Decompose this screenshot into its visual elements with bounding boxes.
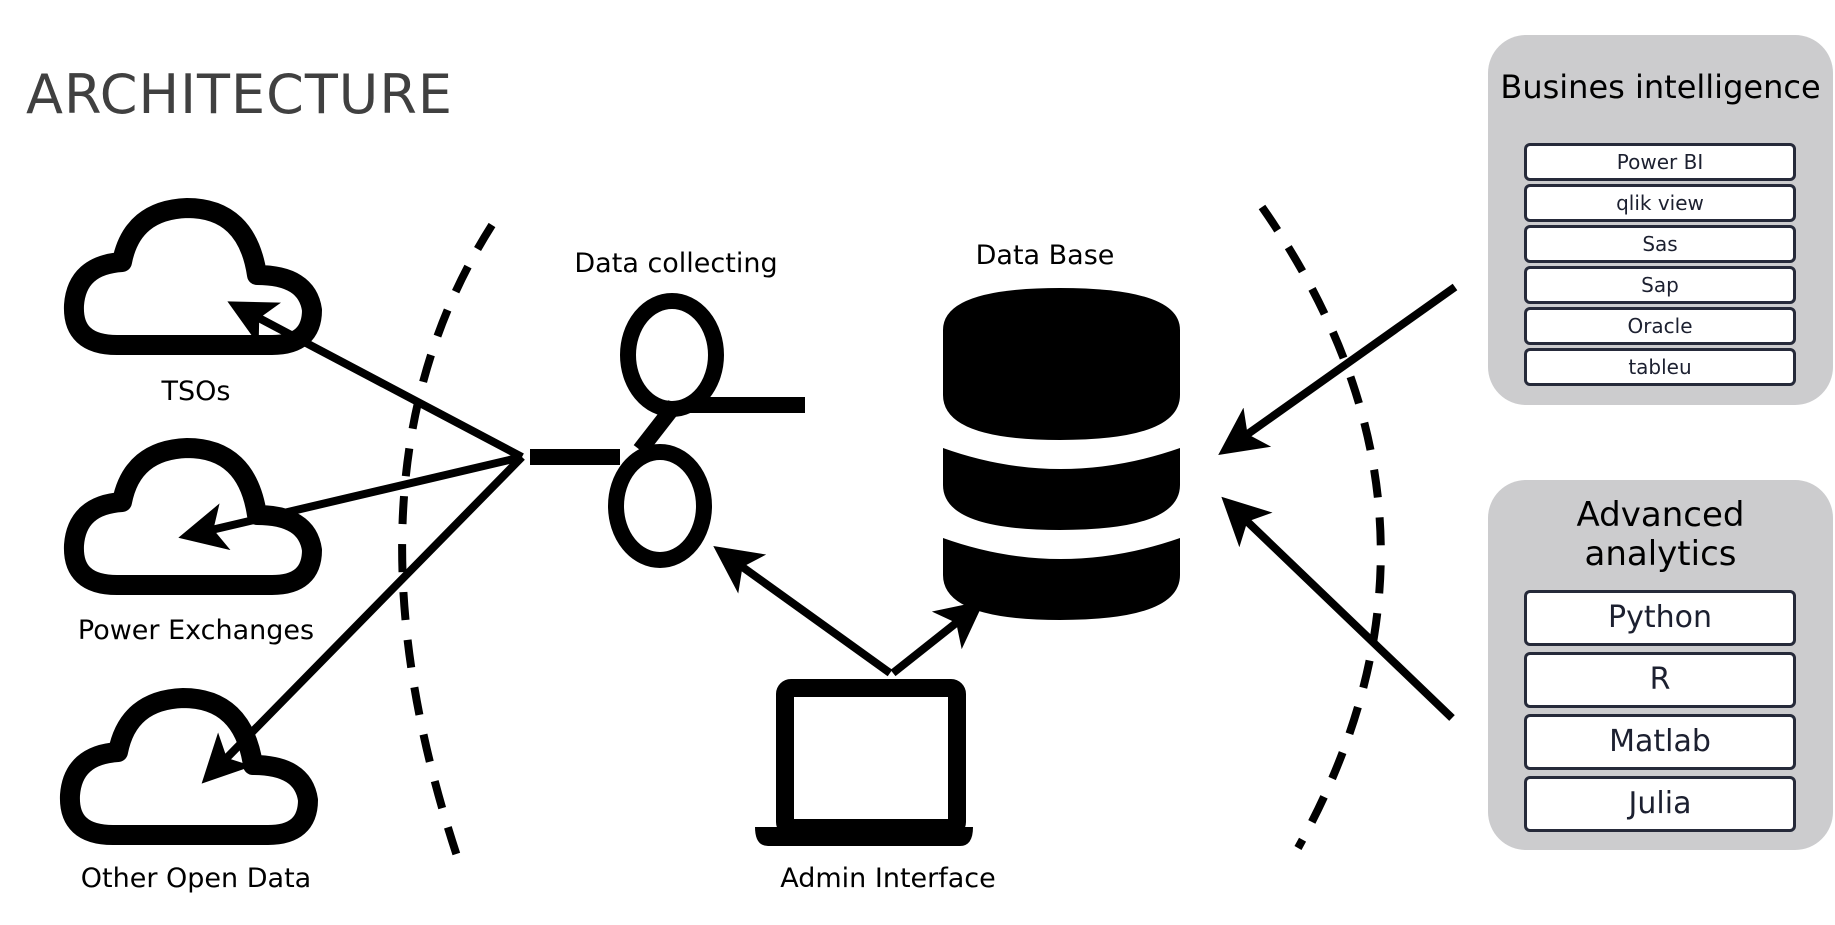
- cloud-icon: [63, 198, 322, 355]
- bi-tool-item: Oracle: [1524, 307, 1796, 345]
- cloud-icon: [59, 688, 318, 845]
- admin-interface-label: Admin Interface: [780, 863, 996, 894]
- arrow-to-tsos: [227, 301, 524, 461]
- business-intelligence-title: Busines intelligence: [1500, 68, 1821, 106]
- page-title: ARCHITECTURE: [26, 63, 453, 126]
- bi-tool-item: tableu: [1524, 348, 1796, 386]
- data-collecting-label: Data collecting: [574, 248, 778, 279]
- advanced-analytics-panel: Advanced analytics Python R Matlab Julia: [1488, 480, 1833, 850]
- cloud-icon: [63, 438, 322, 595]
- data-collecting-icon: [530, 293, 805, 568]
- arrow-to-other-open-data: [201, 454, 525, 784]
- source-label-power-exchanges: Power Exchanges: [77, 615, 315, 646]
- arrow-bi-to-database: [1218, 283, 1458, 455]
- advanced-analytics-title-line1: Advanced: [1576, 495, 1745, 535]
- business-intelligence-panel: Busines intelligence Power BI qlik view …: [1488, 35, 1833, 405]
- database-label: Data Base: [975, 240, 1115, 271]
- bi-tool-item: qlik view: [1524, 184, 1796, 222]
- database-icon: [943, 288, 1180, 620]
- bi-tool-item: Power BI: [1524, 143, 1796, 181]
- source-label-tsos: TSOs: [161, 376, 231, 407]
- analytics-tool-item: Julia: [1524, 776, 1796, 832]
- arrow-analytics-to-database: [1221, 496, 1455, 721]
- source-label-other-open-data: Other Open Data: [80, 863, 312, 894]
- bi-tool-item: Sap: [1524, 266, 1796, 304]
- boundary-dashed-right: [1258, 204, 1385, 850]
- arrow-admin-to-collecting: [713, 545, 893, 677]
- analytics-tool-item: Matlab: [1524, 714, 1796, 770]
- advanced-analytics-title-line2: analytics: [1584, 534, 1737, 575]
- boundary-dashed-left: [398, 222, 496, 867]
- analytics-tool-item: R: [1524, 652, 1796, 708]
- laptop-icon: [755, 679, 973, 846]
- arrow-to-power-exchanges: [178, 453, 523, 551]
- analytics-tool-item: Python: [1524, 590, 1796, 646]
- arrow-admin-to-database: [890, 600, 985, 677]
- advanced-analytics-title: Advanced analytics: [1488, 495, 1833, 575]
- bi-tool-item: Sas: [1524, 225, 1796, 263]
